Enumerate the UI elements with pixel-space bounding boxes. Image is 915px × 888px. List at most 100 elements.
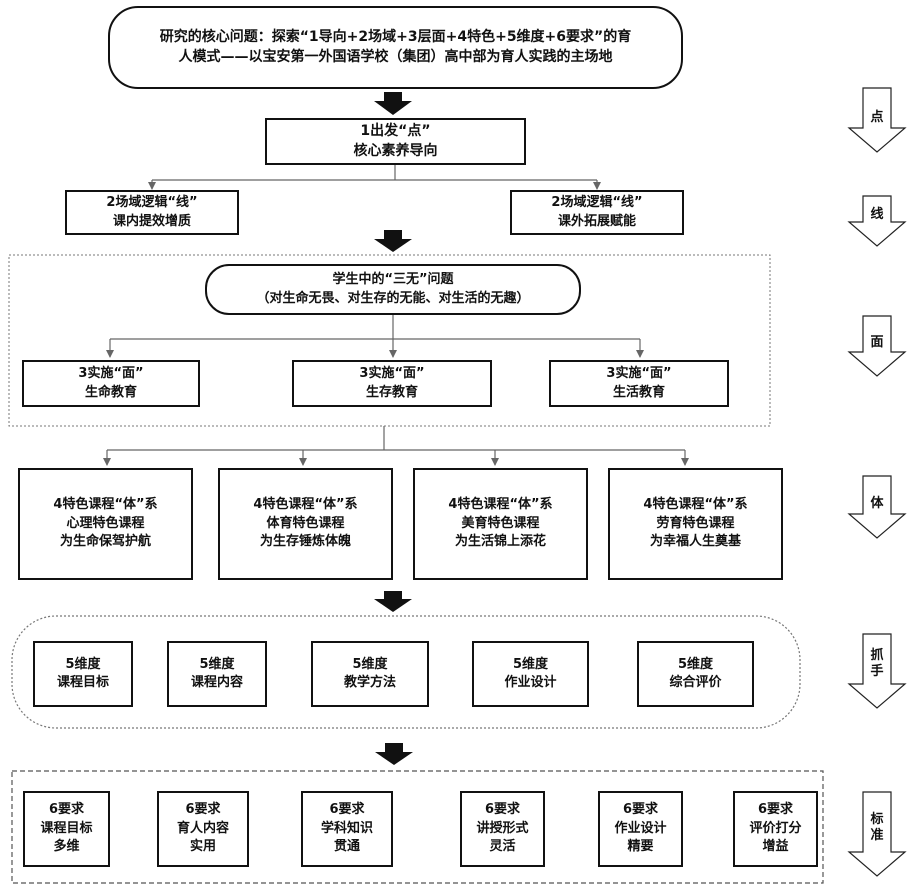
- face-box-living: 3实施“面” 生活教育: [549, 360, 729, 407]
- side-label-standard: 标准: [870, 812, 884, 843]
- face-box-survival: 3实施“面” 生存教育: [292, 360, 492, 407]
- side-arrow-2: [847, 195, 907, 247]
- face-survival-line1: 3实施“面”: [359, 366, 425, 382]
- system-box-psychology: 4特色课程“体”系 心理特色课程 为生命保驾护航: [18, 468, 193, 580]
- side-arrow-1: [847, 87, 907, 153]
- line-box-in-class: 2场域逻辑“线” 课内提效增质: [65, 190, 239, 235]
- line-box-extracurricular: 2场域逻辑“线” 课外拓展赋能: [510, 190, 684, 235]
- side-label-point: 点: [870, 110, 884, 125]
- system-sports-line3: 为生存锤炼体魄: [259, 534, 351, 550]
- dimension-box-evaluation: 5维度 综合评价: [637, 641, 754, 707]
- requirement-box-homework: 6要求 作业设计 精要: [598, 791, 683, 867]
- face-life-line2: 生命教育: [84, 384, 137, 400]
- face-survival-line2: 生存教育: [365, 384, 418, 400]
- flow-arrow-2: [374, 230, 412, 252]
- system-psychology-line3: 为生命保驾护航: [59, 534, 151, 550]
- side-label-lever: 抓手: [870, 648, 884, 679]
- face-living-line1: 3实施“面”: [606, 366, 672, 382]
- system-labor-line1: 4特色课程“体”系: [643, 497, 748, 513]
- dimensions-section-frame: [11, 615, 801, 729]
- dimension-goals-line2: 课程目标: [56, 675, 109, 690]
- dimension-content-line1: 5维度: [199, 656, 235, 672]
- starting-point-box: 1出发“点” 核心素养导向: [265, 118, 526, 165]
- three-no-problem-box: 学生中的“三无”问题 （对生命无畏、对生存的无能、对生活的无趣）: [205, 264, 581, 315]
- system-aesthetics-line1: 4特色课程“体”系: [448, 497, 553, 513]
- flow-arrow-3: [374, 591, 412, 612]
- line-box-in-class-line1: 2场域逻辑“线”: [106, 195, 198, 211]
- requirement-content-line3: 实用: [189, 839, 216, 855]
- problem-line1: 学生中的“三无”问题: [332, 272, 454, 288]
- side-arrow-4: [847, 475, 907, 539]
- line-box-extracurricular-line2: 课外拓展赋能: [557, 213, 636, 229]
- system-box-sports: 4特色课程“体”系 体育特色课程 为生存锤炼体魄: [218, 468, 393, 580]
- dimension-homework-line2: 作业设计: [504, 675, 557, 690]
- system-aesthetics-line3: 为生活锦上添花: [454, 534, 546, 550]
- system-box-aesthetics: 4特色课程“体”系 美育特色课程 为生活锦上添花: [413, 468, 588, 580]
- system-aesthetics-line2: 美育特色课程: [461, 515, 540, 531]
- requirement-box-goals: 6要求 课程目标 多维: [23, 791, 110, 867]
- flow-arrow-4: [375, 743, 413, 765]
- side-label-line: 线: [870, 207, 884, 222]
- requirement-goals-line1: 6要求: [48, 802, 85, 818]
- requirement-knowledge-line1: 6要求: [329, 802, 365, 818]
- line-box-in-class-line2: 课内提效增质: [112, 213, 191, 229]
- point-connectors: [148, 165, 601, 190]
- system-psychology-line1: 4特色课程“体”系: [53, 497, 158, 513]
- problem-connectors: [106, 315, 644, 358]
- requirement-evaluation-line2: 评价打分: [749, 820, 802, 836]
- system-sports-line2: 体育特色课程: [266, 515, 345, 531]
- side-label-system: 体: [870, 496, 884, 511]
- requirement-box-teaching: 6要求 讲授形式 灵活: [460, 791, 545, 867]
- requirement-teaching-line2: 讲授形式: [476, 820, 529, 836]
- side-arrow-5: [847, 633, 907, 709]
- line-box-extracurricular-line1: 2场域逻辑“线”: [551, 195, 643, 211]
- system-sports-line1: 4特色课程“体”系: [253, 497, 358, 513]
- requirement-knowledge-line3: 贯通: [333, 839, 360, 855]
- faces-connectors: [103, 426, 689, 466]
- requirement-evaluation-line3: 增益: [762, 839, 789, 855]
- requirement-homework-line2: 作业设计: [614, 820, 667, 836]
- dimension-evaluation-line2: 综合评价: [669, 675, 722, 690]
- dimension-method-line2: 教学方法: [343, 675, 396, 690]
- dimension-box-homework: 5维度 作业设计: [472, 641, 589, 707]
- requirement-goals-line2: 课程目标: [40, 820, 93, 836]
- requirement-box-evaluation: 6要求 评价打分 增益: [733, 791, 818, 867]
- requirement-goals-line3: 多维: [53, 839, 80, 855]
- starting-point-line2: 核心素养导向: [353, 142, 438, 159]
- requirement-content-line1: 6要求: [185, 802, 221, 818]
- requirement-homework-line1: 6要求: [622, 802, 659, 818]
- requirement-teaching-line1: 6要求: [484, 802, 521, 818]
- requirements-section-frame: [11, 770, 824, 884]
- system-psychology-line2: 心理特色课程: [66, 515, 145, 531]
- face-living-line2: 生活教育: [612, 384, 665, 400]
- core-question-line1: 研究的核心问题：探索“1导向+2场域+3层面+4特色+5维度+6要求”的育: [159, 28, 632, 45]
- problem-line2: （对生命无畏、对生存的无能、对生活的无趣）: [256, 290, 530, 306]
- requirement-content-line2: 育人内容: [176, 820, 229, 836]
- system-box-labor: 4特色课程“体”系 劳育特色课程 为幸福人生奠基: [608, 468, 783, 580]
- requirement-evaluation-line1: 6要求: [757, 802, 794, 818]
- requirement-homework-line3: 精要: [627, 839, 654, 855]
- side-arrow-6: [847, 791, 907, 877]
- side-label-face: 面: [870, 335, 884, 350]
- dimension-method-line1: 5维度: [352, 656, 388, 672]
- dimension-homework-line1: 5维度: [512, 656, 549, 672]
- core-question-line2: 人模式——以宝安第一外国语学校（集团）高中部为育人实践的主场地: [178, 48, 613, 65]
- dimension-goals-line1: 5维度: [65, 656, 101, 672]
- side-arrow-3: [847, 315, 907, 377]
- face-box-life: 3实施“面” 生命教育: [22, 360, 200, 407]
- requirement-box-knowledge: 6要求 学科知识 贯通: [301, 791, 393, 867]
- system-labor-line3: 为幸福人生奠基: [649, 534, 741, 550]
- system-labor-line2: 劳育特色课程: [656, 515, 735, 531]
- core-question-box: 研究的核心问题：探索“1导向+2场域+3层面+4特色+5维度+6要求”的育 人模…: [108, 6, 683, 89]
- flow-arrow-1: [374, 92, 412, 115]
- dimension-box-method: 5维度 教学方法: [311, 641, 429, 707]
- requirement-box-content: 6要求 育人内容 实用: [157, 791, 249, 867]
- starting-point-line1: 1出发“点”: [360, 122, 431, 139]
- dimension-box-content: 5维度 课程内容: [167, 641, 267, 707]
- dimension-evaluation-line1: 5维度: [677, 656, 714, 672]
- dimension-box-goals: 5维度 课程目标: [33, 641, 133, 707]
- requirement-teaching-line3: 灵活: [489, 839, 516, 855]
- requirement-knowledge-line2: 学科知识: [320, 820, 373, 836]
